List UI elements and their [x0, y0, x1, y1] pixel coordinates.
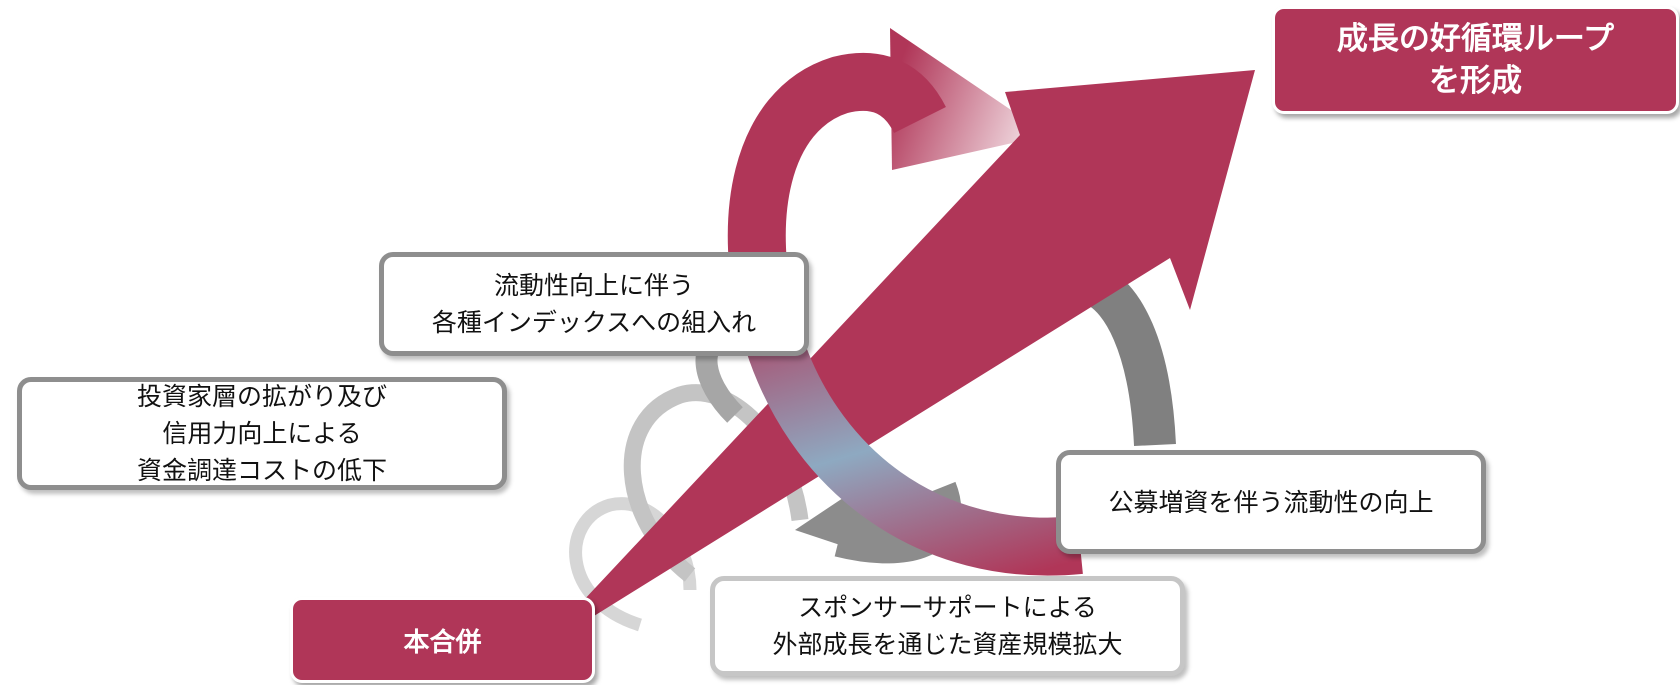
goal-line-2: を形成	[1429, 63, 1522, 99]
gray-loop-arc	[1088, 267, 1176, 447]
merger-start-box: 本合併	[290, 597, 595, 683]
sponsor-line-2: 外部成長を通じた資産規模拡大	[772, 630, 1123, 659]
index-line-2: 各種インデックスへの組入れ	[431, 308, 757, 337]
investor-line-1: 投資家層の拡がり及び	[136, 382, 387, 411]
public-offering-box: 公募増資を伴う流動性の向上	[1056, 450, 1486, 554]
main-growth-arrow	[582, 70, 1255, 616]
gradient-loop-head	[890, 28, 1048, 170]
offering-line-1: 公募増資を伴う流動性の向上	[1108, 487, 1434, 517]
sponsor-support-box: スポンサーサポートによる 外部成長を通じた資産規模拡大	[710, 576, 1185, 676]
goal-line-1: 成長の好循環ループ	[1336, 21, 1615, 57]
investor-line-2: 信用力向上による	[162, 419, 362, 448]
sponsor-line-1: スポンサーサポートによる	[798, 593, 1097, 622]
index-line-1: 流動性向上に伴う	[493, 271, 694, 300]
goal-box: 成長の好循環ループ を形成	[1272, 6, 1679, 114]
merger-label: 本合併	[403, 627, 482, 658]
investor-line-3: 資金調達コストの低下	[136, 456, 387, 485]
investor-base-box: 投資家層の拡がり及び 信用力向上による 資金調達コストの低下	[17, 377, 507, 490]
index-inclusion-box: 流動性向上に伴う 各種インデックスへの組入れ	[379, 252, 809, 356]
